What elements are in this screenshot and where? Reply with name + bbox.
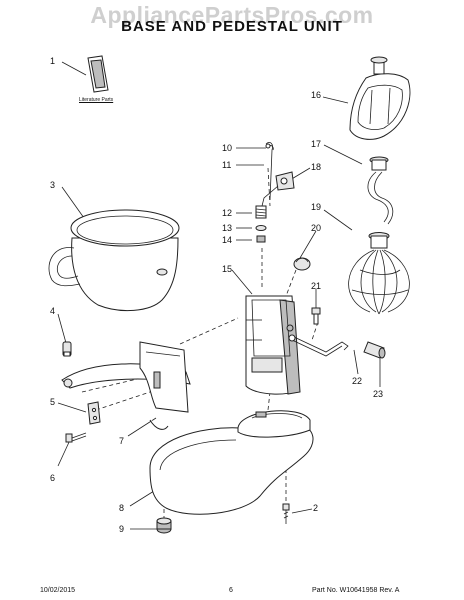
callout-9: 9 xyxy=(119,524,125,534)
callout-19: 19 xyxy=(311,202,322,212)
dough-hook xyxy=(367,156,394,225)
callout-22: 22 xyxy=(352,376,363,386)
lift-rod xyxy=(265,142,274,201)
callout-4: 4 xyxy=(50,306,56,316)
callout-23: 23 xyxy=(373,389,384,399)
callout-21: 21 xyxy=(311,281,322,291)
mixing-bowl xyxy=(48,209,180,312)
spring-stack xyxy=(255,205,267,243)
callout-13: 13 xyxy=(222,223,233,233)
callout-12: 12 xyxy=(222,208,233,218)
handle-cap xyxy=(363,341,386,359)
flat-beater xyxy=(349,56,411,140)
lever-bracket xyxy=(261,171,295,207)
speed-knob xyxy=(293,257,311,271)
hex-bolt xyxy=(311,307,321,325)
callout-20: 20 xyxy=(311,223,322,233)
screw-part xyxy=(65,432,87,443)
footer-page-number: 6 xyxy=(229,587,233,594)
mounting-plate xyxy=(87,401,101,425)
bowl-clamp-bracket xyxy=(61,341,191,430)
callout-16: 16 xyxy=(311,90,322,100)
callout-10: 10 xyxy=(222,143,233,153)
footer-part-number: Part No. W10641958 Rev. A xyxy=(312,587,400,594)
callout-6: 6 xyxy=(50,473,56,483)
literature-booklet xyxy=(87,55,109,93)
diagram-title: BASE AND PEDESTAL UNIT xyxy=(121,18,343,35)
callout-18: 18 xyxy=(311,162,322,172)
base-screw xyxy=(282,503,290,524)
callout-5: 5 xyxy=(50,397,56,407)
pin-part xyxy=(62,341,72,357)
literature-label: Literature Parts xyxy=(79,97,114,103)
callout-14: 14 xyxy=(222,235,233,245)
footer-date: 10/02/2015 xyxy=(40,587,76,594)
callout-17: 17 xyxy=(311,139,322,149)
watermark: AppliancePartsPros.com xyxy=(90,2,374,28)
pedestal-column xyxy=(245,295,301,395)
rubber-foot xyxy=(156,517,172,534)
wire-whip xyxy=(348,232,410,315)
callout-8: 8 xyxy=(119,503,125,513)
callout-2: 2 xyxy=(313,503,319,513)
callout-11: 11 xyxy=(222,160,232,170)
callout-1: 1 xyxy=(50,56,56,66)
callout-3: 3 xyxy=(50,180,56,190)
callout-15: 15 xyxy=(222,264,233,274)
callout-7: 7 xyxy=(119,436,125,446)
pedestal-base xyxy=(149,410,314,515)
crank-handle xyxy=(288,334,349,357)
